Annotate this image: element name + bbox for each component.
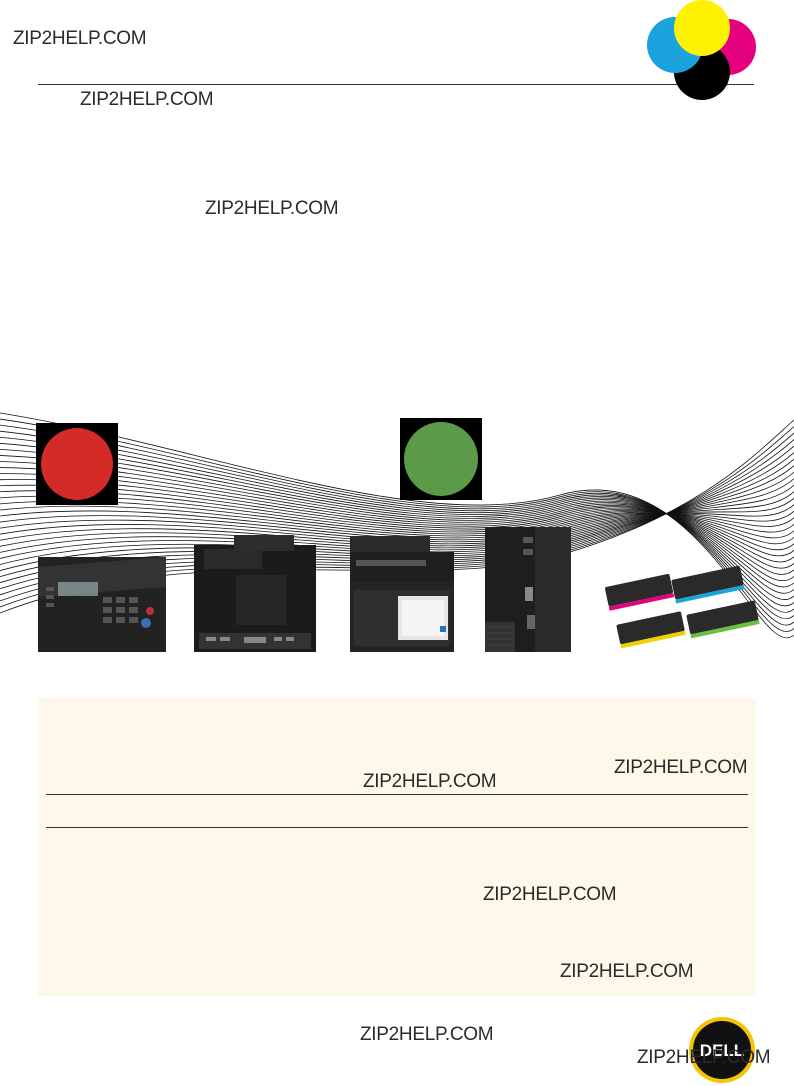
wave-line [0,442,794,607]
watermark-text: ZIP2HELP.COM [205,198,339,219]
watermark-text: ZIP2HELP.COM [560,961,694,982]
watermark-text: ZIP2HELP.COM [363,771,497,792]
wave-line [0,436,794,613]
dell-logo-text: DELL [700,1041,744,1060]
green-dot-box [400,418,482,500]
wave-line [0,412,794,639]
wave-line [0,467,794,582]
watermark-text: ZIP2HELP.COM [637,1047,771,1068]
green-dot-icon [404,422,478,496]
header-rule [38,84,754,85]
printer-top-photo [194,535,316,652]
red-dot-box [36,423,118,505]
wave-line [0,484,794,563]
specifications-panel [38,698,756,996]
panel-rule-upper [46,794,748,795]
toner-cartridges-photo [600,560,762,652]
wave-line [0,418,794,632]
printer-front-photo [346,528,456,656]
dell-logo-icon: DELL [689,1017,755,1083]
watermark-text: ZIP2HELP.COM [614,757,748,778]
panel-rule-lower [46,827,748,828]
watermark-text: ZIP2HELP.COM [13,28,147,49]
red-dot-icon [41,428,113,500]
cmyk-logo-icon [647,0,756,100]
control-panel-photo [38,557,166,652]
wave-line [0,455,794,594]
watermark-text: ZIP2HELP.COM [360,1024,494,1045]
wave-line [0,424,794,626]
watermark-text: ZIP2HELP.COM [80,89,214,110]
printer-ports-photo [485,527,571,652]
wave-line [0,448,794,600]
wave-line [0,430,794,619]
wave-line [0,473,794,575]
wave-line [0,479,794,569]
watermark-text: ZIP2HELP.COM [483,884,617,905]
wave-line [0,461,794,588]
